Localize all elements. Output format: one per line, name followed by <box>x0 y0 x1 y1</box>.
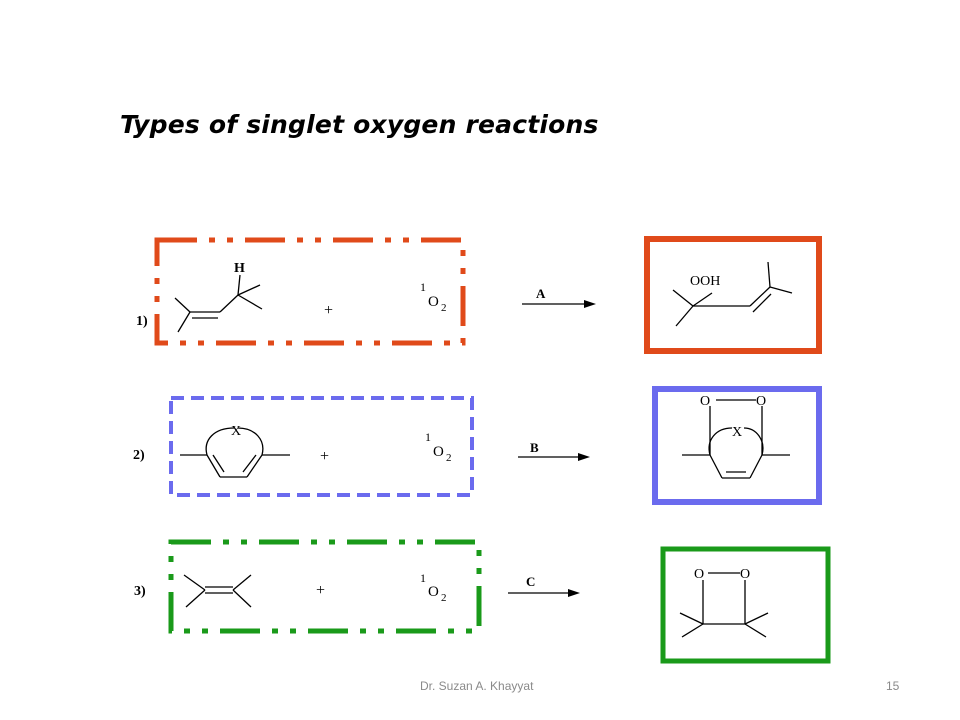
slide-title: Types of singlet oxygen reactions <box>120 110 599 139</box>
endoperoxide-product <box>682 399 790 479</box>
singlet-oxygen-3: 1 O 2 <box>420 571 447 604</box>
page-number: 15 <box>886 679 900 693</box>
hydroperoxide-product-1 <box>672 261 793 327</box>
singlet-oxygen-1: 1 O 2 <box>420 280 447 314</box>
reactant-box-3 <box>168 539 482 634</box>
oxygen-subscript-3: 2 <box>441 592 447 604</box>
reaction-2: 2) X + 1 O 2 B <box>133 386 822 505</box>
singlet-oxygen-2: 1 O 2 <box>425 430 452 464</box>
arrow-label-1: A <box>536 286 546 301</box>
plus-sign-3: + <box>316 582 325 599</box>
oxygen-symbol-3: O <box>428 584 439 600</box>
product-box-3 <box>660 546 831 664</box>
cyclic-diene-reactant <box>180 427 290 478</box>
reaction-number-3: 3) <box>134 584 146 599</box>
product-box-1 <box>644 236 822 354</box>
peroxide-oxygen-left-3: O <box>694 567 704 582</box>
oxygen-superscript-1: 1 <box>420 280 426 294</box>
reaction-number-2: 2) <box>133 448 145 463</box>
oxygen-subscript-2: 2 <box>446 452 452 464</box>
heteroatom-label-reactant: X <box>231 424 241 439</box>
plus-sign-1: + <box>324 302 333 319</box>
reaction-arrow-3 <box>508 589 580 597</box>
oxygen-symbol-2: O <box>433 444 444 460</box>
oxygen-subscript-1: 2 <box>441 302 447 314</box>
reaction-arrow-2 <box>518 453 590 461</box>
hydroperoxide-label: OOH <box>690 274 720 289</box>
oxygen-superscript-3: 1 <box>420 571 426 585</box>
reaction-number-1: 1) <box>136 314 148 329</box>
peroxide-oxygen-left-2: O <box>700 394 710 409</box>
peroxide-oxygen-right-3: O <box>740 567 750 582</box>
reaction-3: 3) + 1 O 2 C <box>134 539 831 664</box>
reaction-arrow-1 <box>522 300 596 308</box>
reactant-box-1 <box>154 237 466 346</box>
oxygen-superscript-2: 1 <box>425 430 431 444</box>
oxygen-symbol-1: O <box>428 294 439 310</box>
alkene-reactant-3 <box>183 574 252 608</box>
dioxetane-product <box>679 572 769 638</box>
arrow-label-2: B <box>530 440 539 455</box>
hydrogen-label-1: H <box>234 261 245 276</box>
product-box-2 <box>652 386 822 505</box>
reaction-1: 1) H + 1 O 2 A <box>136 236 822 354</box>
arrow-label-3: C <box>526 574 535 589</box>
heteroatom-label-product: X <box>732 425 742 440</box>
plus-sign-2: + <box>320 448 329 465</box>
reactant-box-2 <box>169 396 474 497</box>
peroxide-oxygen-right-2: O <box>756 394 766 409</box>
footer-author: Dr. Suzan A. Khayyat <box>420 679 534 693</box>
alkene-reactant-1 <box>174 274 263 333</box>
